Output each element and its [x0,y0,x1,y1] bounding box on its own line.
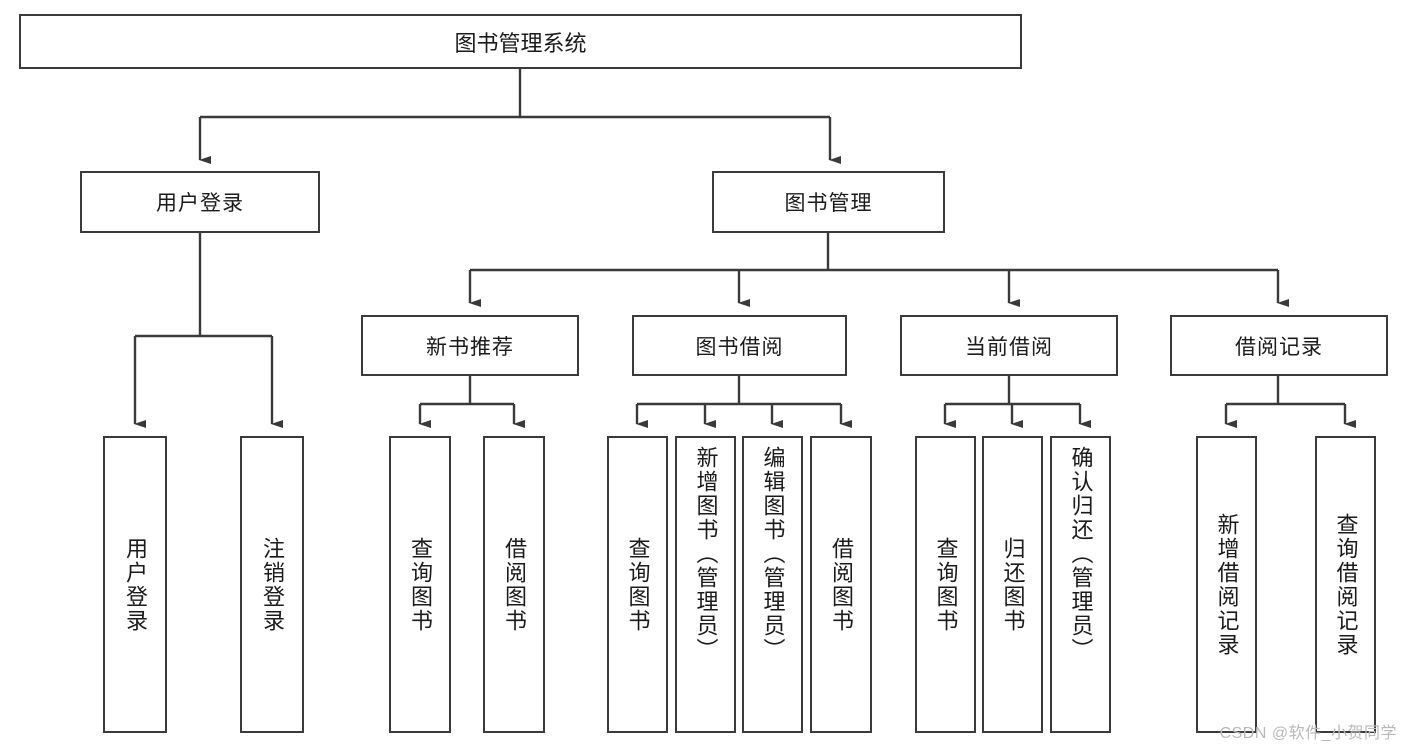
leaf-label: 查询图书 [625,536,651,633]
node-label: 借阅记录 [1235,335,1323,359]
node-current-borrow[interactable]: 当前借阅 [900,315,1118,376]
node-label: 图书借阅 [695,335,784,359]
node-label: 用户登录 [156,192,244,215]
node-book-management[interactable]: 图书管理 [712,171,945,233]
leaf-user-login-signin[interactable]: 用户登录 [103,436,167,733]
leaf-label: 查询图书 [407,536,433,633]
leaf-label: 归还图书 [1000,536,1026,633]
leaf-borrow-add-book-admin[interactable]: 新增图书（管理员） [675,436,736,733]
leaf-label: 借阅图书 [501,536,527,633]
leaf-current-query-book[interactable]: 查询图书 [915,436,976,733]
leaf-record-add-record[interactable]: 新增借阅记录 [1196,436,1257,733]
leaf-label: 用户登录 [122,536,148,633]
leaf-current-return-book[interactable]: 归还图书 [982,436,1043,733]
leaf-label: 注销登录 [259,536,285,633]
leaf-record-query-record[interactable]: 查询借阅记录 [1315,436,1376,733]
node-new-book-recommend[interactable]: 新书推荐 [361,315,579,376]
leaf-current-confirm-return-admin[interactable]: 确认归还（管理员） [1050,436,1111,733]
node-label: 新书推荐 [426,335,514,359]
leaf-label: 编辑图书（管理员） [760,446,786,662]
node-label: 图书管理 [784,192,873,215]
leaf-label: 确认归还（管理员） [1068,446,1094,662]
node-label: 图书管理系统 [454,30,587,56]
leaf-borrow-borrow-book[interactable]: 借阅图书 [810,436,872,733]
node-user-login[interactable]: 用户登录 [80,171,320,233]
leaf-borrow-query-book[interactable]: 查询图书 [607,436,668,733]
leaf-label: 新增借阅记录 [1214,512,1240,657]
node-book-borrow[interactable]: 图书借阅 [632,315,847,376]
watermark-text: CSDN @软件_小贺同学 [1219,725,1397,742]
leaf-label: 新增图书（管理员） [693,446,719,662]
node-label: 当前借阅 [965,335,1053,359]
leaf-label: 查询图书 [933,536,959,633]
leaf-recommend-query-book[interactable]: 查询图书 [389,436,451,733]
leaf-recommend-borrow-book[interactable]: 借阅图书 [483,436,545,733]
leaf-label: 借阅图书 [828,536,854,633]
leaf-borrow-edit-book-admin[interactable]: 编辑图书（管理员） [742,436,803,733]
leaf-user-login-signout[interactable]: 注销登录 [240,436,304,733]
node-root-system[interactable]: 图书管理系统 [19,14,1022,69]
node-borrow-record[interactable]: 借阅记录 [1170,315,1388,376]
leaf-label: 查询借阅记录 [1333,512,1359,657]
